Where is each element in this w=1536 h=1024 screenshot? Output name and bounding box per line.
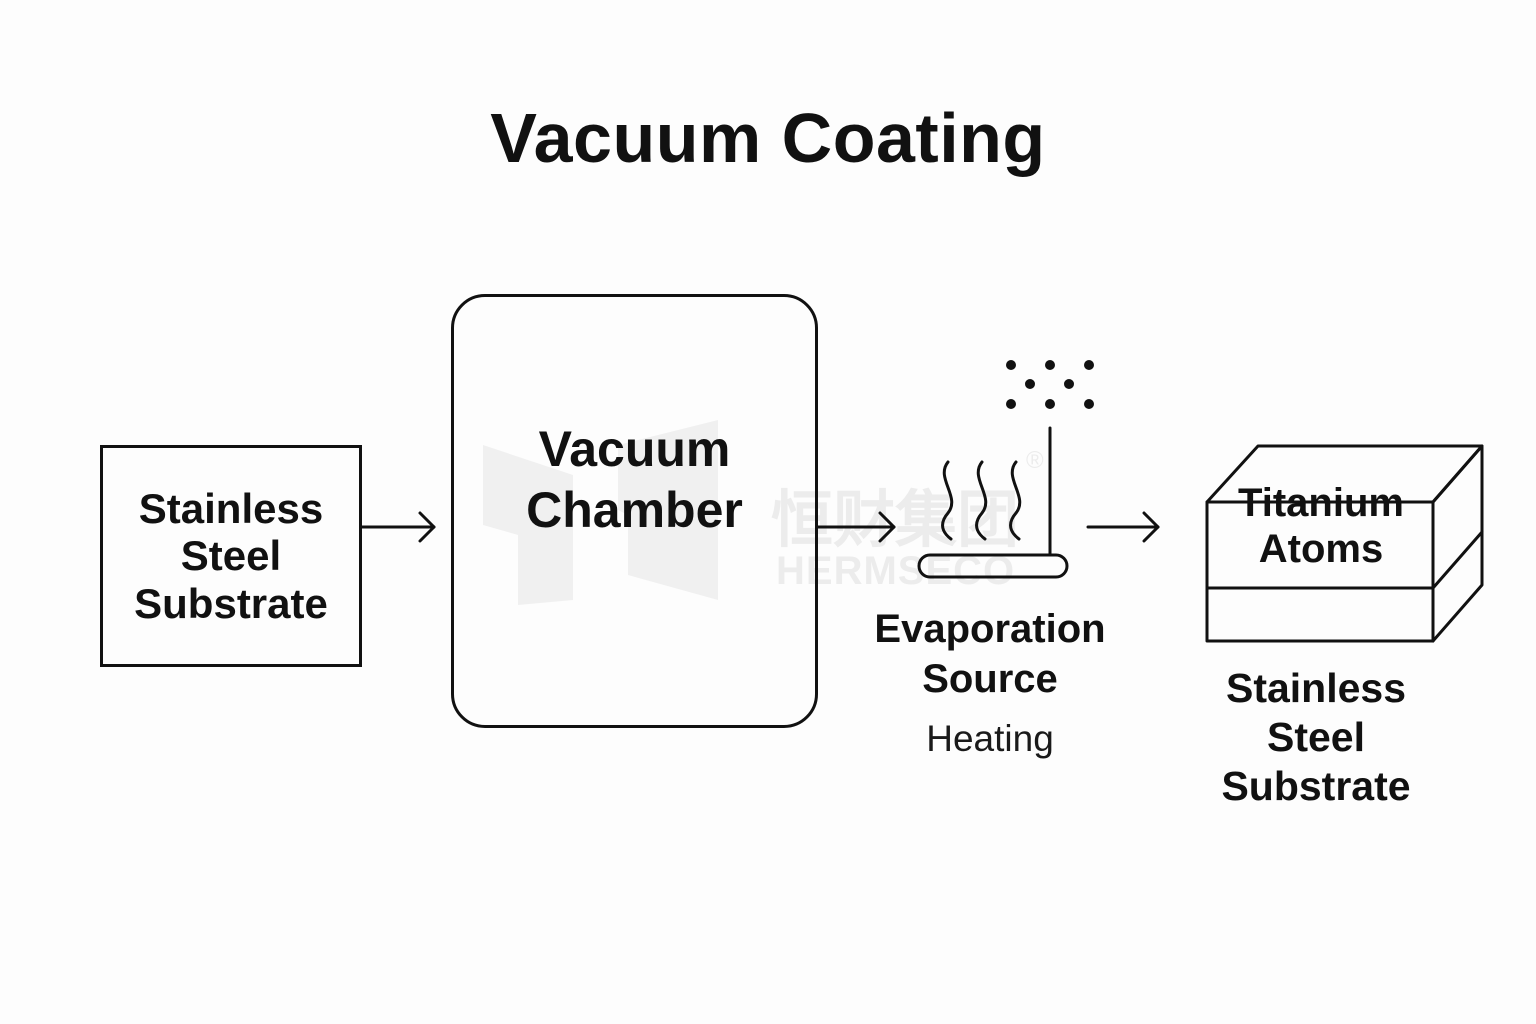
input-substrate-line-3: Substrate: [134, 579, 328, 627]
output-substrate-line-1: Stainless: [1225, 665, 1407, 711]
diagram-title: Vacuum Coating: [490, 99, 1046, 177]
input-substrate-box: Stainless Steel Substrate: [100, 445, 362, 667]
titanium-atoms-line-1: Titanium: [1238, 481, 1404, 525]
heat-waves-icon: [941, 460, 1022, 541]
output-substrate-label: Stainless Steel Substrate: [1186, 664, 1446, 812]
arrow-substrate-to-chamber: [360, 511, 436, 543]
evaporated-atoms-icon: [1006, 360, 1094, 409]
vacuum-chamber-box: Vacuum Chamber: [451, 294, 818, 728]
input-substrate-line-1: Stainless: [138, 484, 324, 532]
titanium-atoms-label: Titanium Atoms: [1208, 480, 1434, 572]
evaporation-source-line-1: Evaporation: [874, 607, 1106, 651]
arrow-chamber-to-source: [816, 511, 896, 543]
evaporation-source-line-2: Source: [922, 657, 1058, 701]
heating-label: Heating: [926, 718, 1054, 759]
arrow-source-to-coated-block: [1086, 511, 1160, 543]
evaporation-boat-icon: [917, 553, 1069, 579]
input-substrate-line-2: Steel: [180, 532, 282, 580]
titanium-atoms-line-2: Atoms: [1258, 527, 1384, 571]
vacuum-chamber-label: Vacuum Chamber: [454, 419, 815, 541]
vacuum-chamber-line-1: Vacuum: [538, 421, 731, 477]
evaporation-source-labels: Evaporation Source Heating: [830, 604, 1150, 760]
vacuum-chamber-line-2: Chamber: [526, 482, 743, 538]
output-substrate-line-2: Steel: [1267, 714, 1365, 761]
output-substrate-line-3: Substrate: [1221, 763, 1411, 810]
coated-substrate-block-icon: [1205, 444, 1484, 643]
